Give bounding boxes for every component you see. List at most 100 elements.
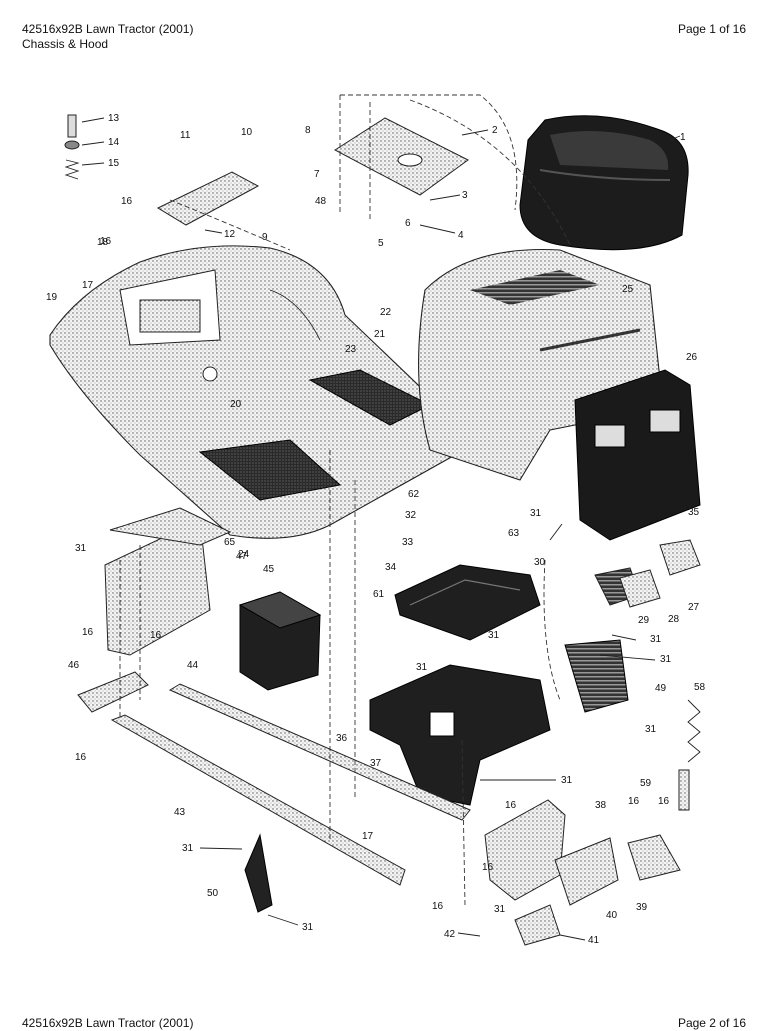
callout-13: 13 (108, 113, 120, 124)
callout-9: 9 (262, 232, 268, 243)
callout-2: 2 (492, 125, 498, 136)
callout-16i: 16 (432, 901, 444, 912)
bolt-stack (64, 114, 80, 180)
callout-62: 62 (408, 489, 420, 500)
callout-48: 48 (315, 196, 327, 207)
callout-4: 4 (458, 230, 464, 241)
callout-65: 65 (224, 537, 236, 548)
callout-10: 10 (241, 127, 253, 138)
callout-31e: 31 (650, 634, 662, 645)
page-header-left: 42516x92B Lawn Tractor (2001) Chassis & … (22, 22, 193, 52)
callout-42: 42 (444, 929, 456, 940)
bracket-50 (244, 833, 273, 913)
dashboard-bracket (156, 171, 260, 226)
bracket-46 (77, 671, 149, 713)
hood-part (418, 248, 661, 481)
callout-5: 5 (378, 238, 384, 249)
callout-58: 58 (694, 682, 706, 693)
grille-part (574, 369, 701, 541)
callout-31b: 31 (530, 508, 542, 519)
callout-labels: 1 2 3 4 5 6 7 8 9 10 11 12 13 14 15 16 1… (46, 113, 706, 946)
callout-31d: 31 (416, 662, 428, 673)
callout-26: 26 (686, 352, 698, 363)
callout-16f: 16 (628, 796, 640, 807)
callout-41: 41 (588, 935, 600, 946)
callout-20: 20 (230, 399, 242, 410)
callout-16b: 16 (82, 627, 94, 638)
callout-43: 43 (174, 807, 186, 818)
front-brackets (484, 799, 681, 946)
callout-14: 14 (108, 137, 120, 148)
callout-31g: 31 (645, 724, 657, 735)
callout-11: 11 (180, 130, 191, 141)
callout-32: 32 (405, 510, 417, 521)
callout-37: 37 (370, 758, 382, 769)
page-number: Page 1 of 16 (677, 22, 746, 36)
callout-16c: 16 (150, 630, 162, 641)
leader-lines (81, 117, 681, 941)
callout-25: 25 (622, 284, 634, 295)
callout-16e: 16 (505, 800, 517, 811)
callout-17b: 17 (362, 831, 374, 842)
fender-shield (369, 664, 551, 806)
callout-23: 23 (345, 344, 357, 355)
callout-3: 3 (462, 190, 468, 201)
callout-50: 50 (207, 888, 219, 899)
callout-31c: 31 (488, 630, 500, 641)
callout-27: 27 (688, 602, 700, 613)
callout-16j: 16 (100, 236, 112, 247)
callout-15: 15 (108, 158, 120, 169)
callout-16g: 16 (658, 796, 670, 807)
callout-59: 59 (640, 778, 652, 789)
seat-pan-plate (334, 117, 469, 196)
routing-lines (119, 94, 571, 906)
callout-33: 33 (402, 537, 414, 548)
callout-31j: 31 (302, 922, 314, 933)
callout-35: 35 (688, 507, 700, 518)
callout-46: 46 (68, 660, 80, 671)
battery-part (238, 591, 322, 691)
callout-7: 7 (314, 169, 320, 180)
callout-36: 36 (336, 733, 348, 744)
callout-1: 1 (680, 132, 686, 143)
callout-31h: 31 (561, 775, 573, 786)
callout-16h: 16 (482, 862, 494, 873)
callout-19: 19 (46, 292, 58, 303)
callout-47: 47 (236, 551, 248, 562)
callout-63: 63 (508, 528, 520, 539)
callout-30: 30 (534, 557, 546, 568)
callout-24: 24 (238, 549, 250, 560)
callout-12: 12 (224, 229, 236, 240)
callout-16d: 16 (75, 752, 87, 763)
callout-38: 38 (595, 800, 607, 811)
callout-34: 34 (385, 562, 397, 573)
callout-29: 29 (638, 615, 650, 626)
callout-44: 44 (187, 660, 199, 671)
callout-49: 49 (655, 683, 667, 694)
section-title: Chassis & Hood (22, 37, 109, 51)
callout-8: 8 (305, 125, 311, 136)
callout-31f: 31 (660, 654, 672, 665)
callout-45: 45 (263, 564, 275, 575)
callout-28: 28 (668, 614, 680, 625)
left-shield (104, 507, 232, 656)
callout-31k: 31 (494, 904, 506, 915)
callout-16: 16 (121, 196, 133, 207)
model-title: 42516x92B Lawn Tractor (2001) (22, 22, 194, 36)
callout-18: 18 (97, 237, 109, 248)
callout-31i: 31 (182, 843, 194, 854)
callout-22: 22 (380, 307, 392, 318)
spring-and-strap (678, 699, 701, 811)
chassis-body (49, 245, 470, 539)
callout-6: 6 (405, 218, 411, 229)
callout-61: 61 (373, 589, 385, 600)
callout-39: 39 (636, 902, 648, 913)
callout-40: 40 (606, 910, 618, 921)
callout-17: 17 (82, 280, 94, 291)
dash-panel (394, 564, 541, 641)
side-panel (564, 639, 629, 713)
headlight-parts (594, 539, 701, 608)
frame-rails (110, 683, 471, 886)
callout-31a: 31 (75, 543, 87, 554)
